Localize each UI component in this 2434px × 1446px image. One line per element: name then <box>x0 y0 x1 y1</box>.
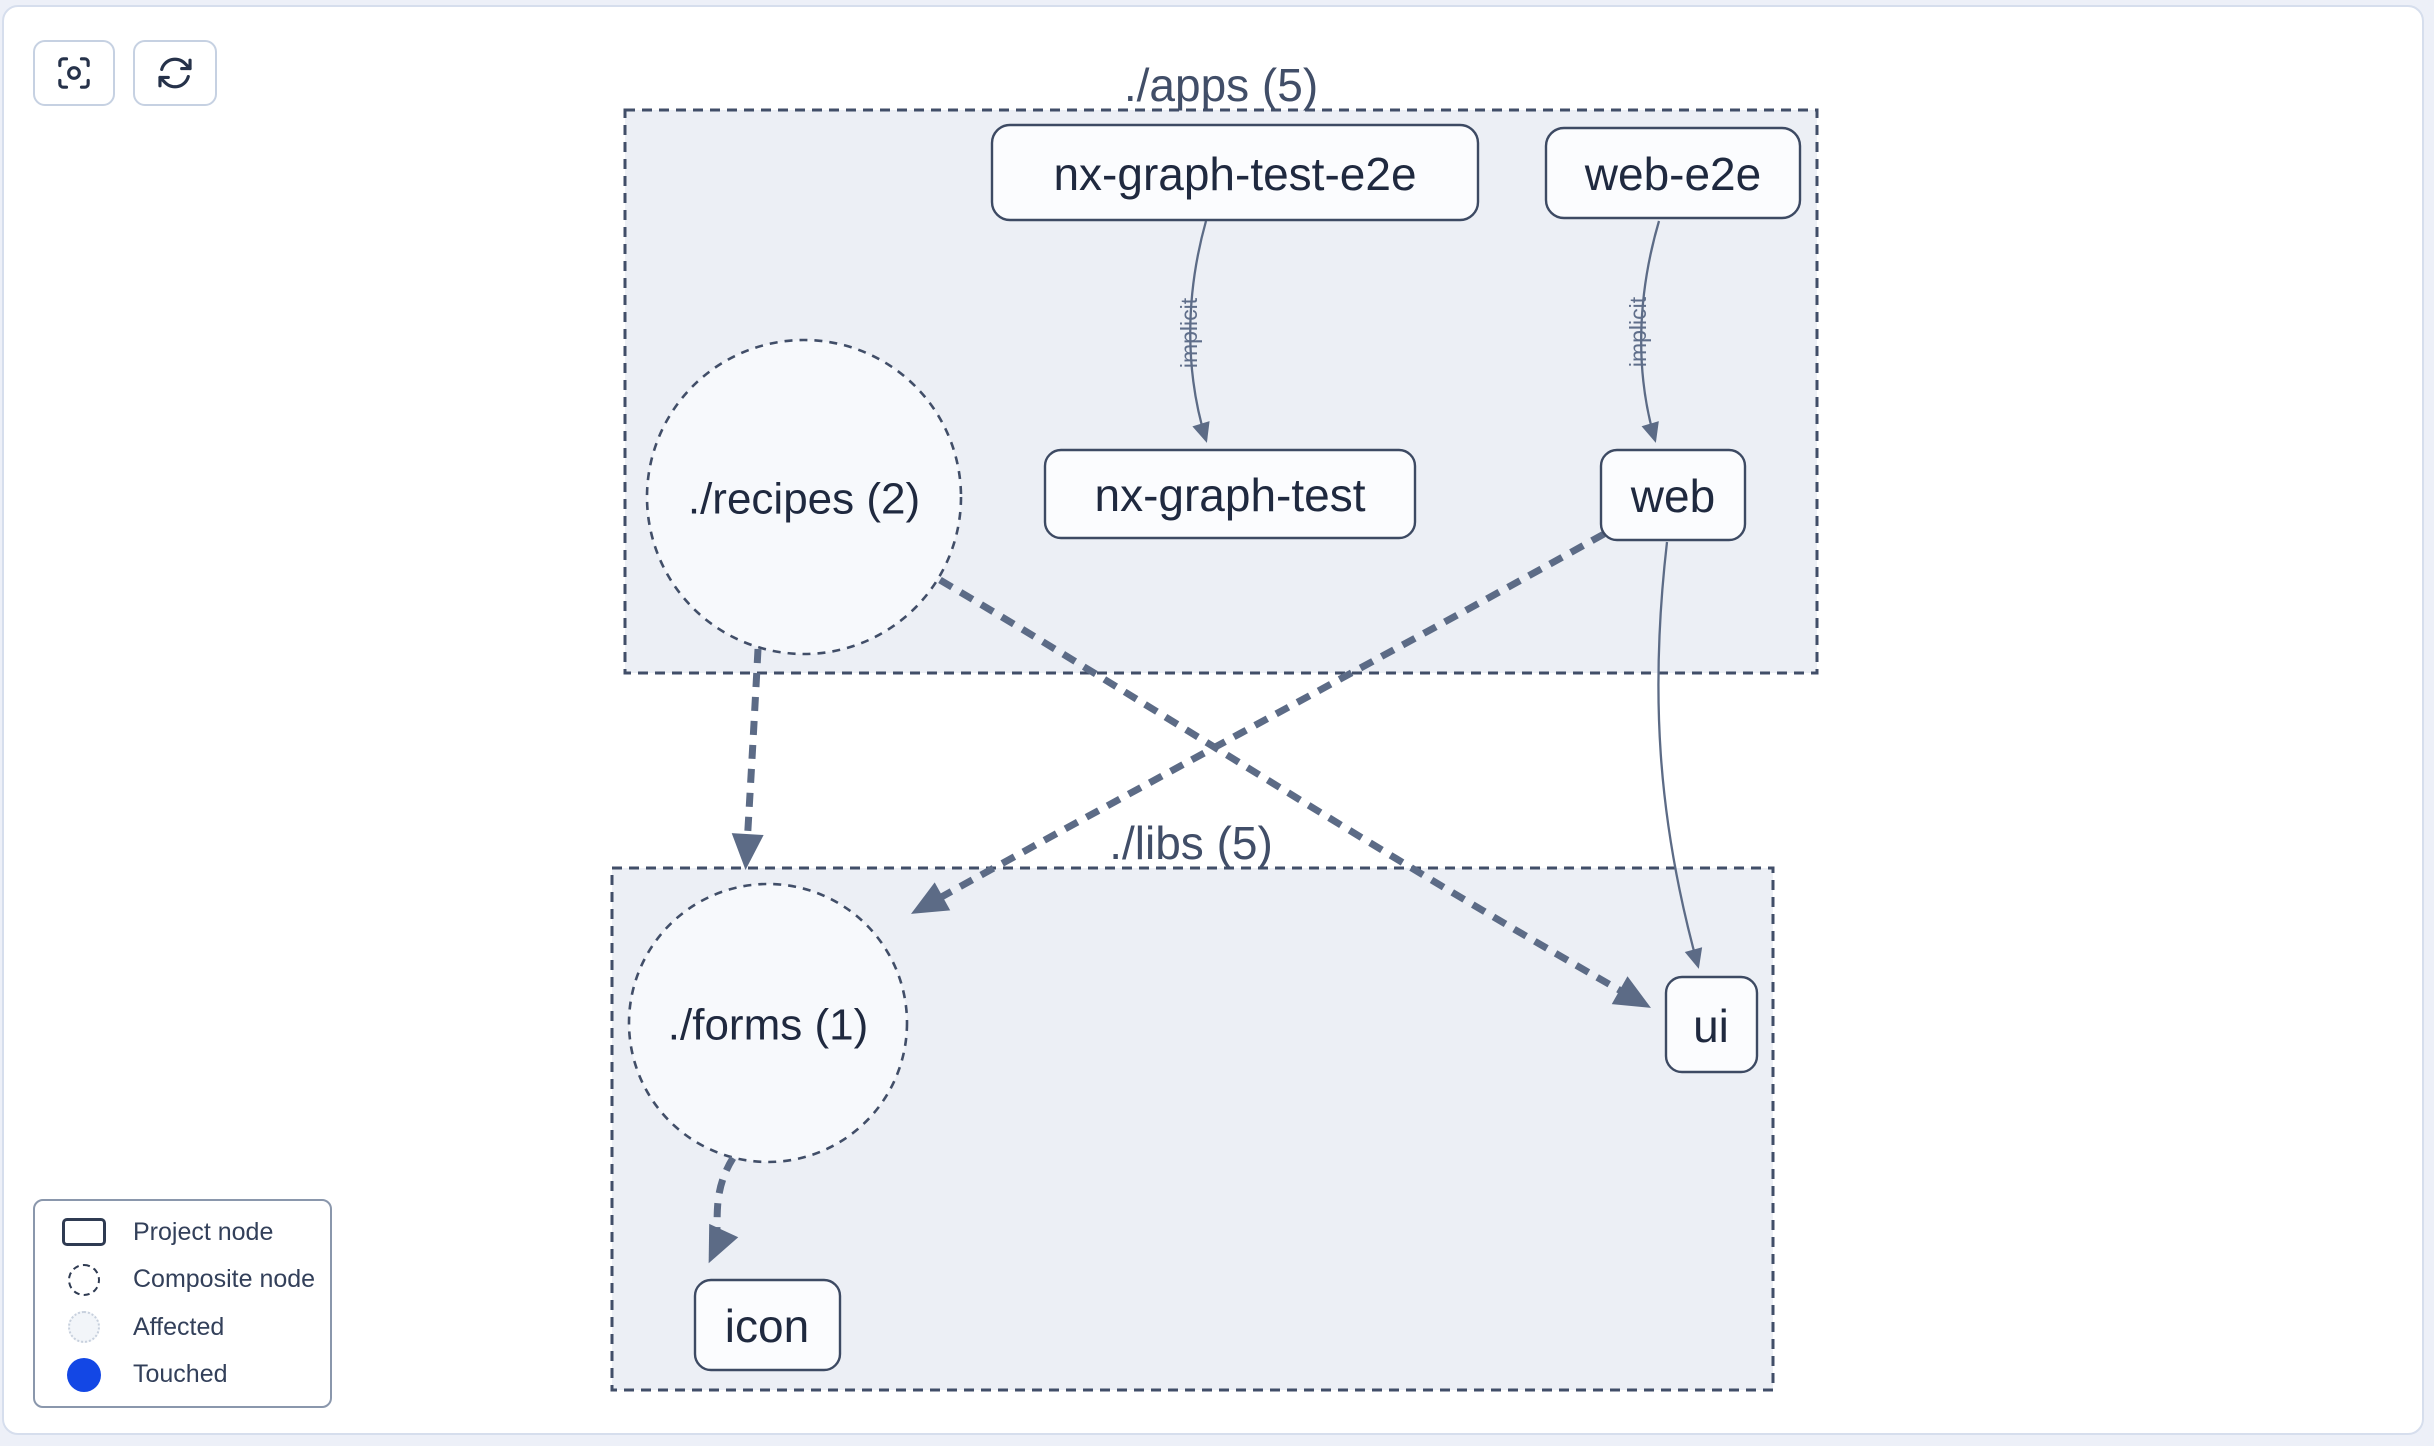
graph-toolbar <box>33 40 217 106</box>
composite-label-recipes: ./recipes (2) <box>688 475 920 524</box>
composite-node-swatch-icon <box>68 1263 100 1296</box>
edge-recipes-to-forms <box>731 648 764 870</box>
legend: Project node Composite node Affected Tou… <box>33 1199 332 1408</box>
legend-row-composite-node: Composite node <box>35 1258 330 1302</box>
affected-swatch-icon <box>68 1311 100 1344</box>
project-node-icon[interactable]: icon <box>693 1278 842 1372</box>
group-libs-title: ./libs (5) <box>1109 817 1273 869</box>
edge-label-implicit-1: implicit <box>1176 297 1202 368</box>
legend-label-project-node: Project node <box>133 1217 274 1246</box>
legend-row-affected: Affected <box>35 1305 330 1349</box>
node-label-nx-graph-test: nx-graph-test <box>1094 469 1365 521</box>
refresh-icon <box>158 57 192 89</box>
composite-label-forms: ./forms (1) <box>668 1001 868 1050</box>
node-label-nx-graph-test-e2e: nx-graph-test-e2e <box>1053 148 1416 200</box>
focus-button[interactable] <box>33 40 115 106</box>
legend-row-touched: Touched <box>35 1353 330 1397</box>
composite-node-recipes[interactable] <box>645 338 963 656</box>
edge-web-to-ui <box>1657 541 1703 969</box>
node-rect-ui[interactable] <box>1664 975 1759 1074</box>
touched-swatch-icon <box>67 1357 101 1392</box>
node-label-web: web <box>1630 470 1715 522</box>
edge-forms-to-icon <box>708 1156 739 1264</box>
node-rect-nx-graph-test[interactable] <box>1043 448 1417 540</box>
node-label-icon: icon <box>725 1300 809 1352</box>
node-rect-nx-graph-test-e2e[interactable] <box>990 123 1480 222</box>
legend-label-touched: Touched <box>133 1360 228 1389</box>
focus-viewfinder-icon <box>58 57 90 89</box>
project-node-nx-graph-test[interactable]: nx-graph-test <box>1043 448 1417 540</box>
edge-recipes-to-ui <box>938 576 1651 1008</box>
node-rect-icon[interactable] <box>693 1278 842 1372</box>
project-node-nx-graph-test-e2e[interactable]: nx-graph-test-e2e <box>990 123 1480 222</box>
node-label-ui: ui <box>1693 1000 1729 1052</box>
node-label-web-e2e: web-e2e <box>1584 148 1761 200</box>
group-apps-title: ./apps (5) <box>1124 59 1318 111</box>
legend-label-affected: Affected <box>133 1312 225 1341</box>
legend-label-composite-node: Composite node <box>133 1265 316 1294</box>
refresh-button[interactable] <box>133 40 217 106</box>
composite-node-forms[interactable] <box>627 882 909 1164</box>
project-node-web-e2e[interactable]: web-e2e <box>1544 126 1802 220</box>
project-node-ui[interactable]: ui <box>1664 975 1759 1074</box>
project-node-web[interactable]: web <box>1599 448 1747 542</box>
edge-label-implicit-2: implicit <box>1625 296 1651 367</box>
edge-web-e2e-to-web <box>1640 220 1661 443</box>
edge-web-to-forms <box>911 530 1606 914</box>
legend-row-project-node: Project node <box>35 1210 330 1254</box>
edge-nx-graph-test-e2e-to-nx-graph-test <box>1189 220 1210 443</box>
node-rect-web[interactable] <box>1599 448 1747 542</box>
project-node-swatch-icon <box>62 1218 106 1247</box>
node-rect-web-e2e[interactable] <box>1544 126 1802 220</box>
